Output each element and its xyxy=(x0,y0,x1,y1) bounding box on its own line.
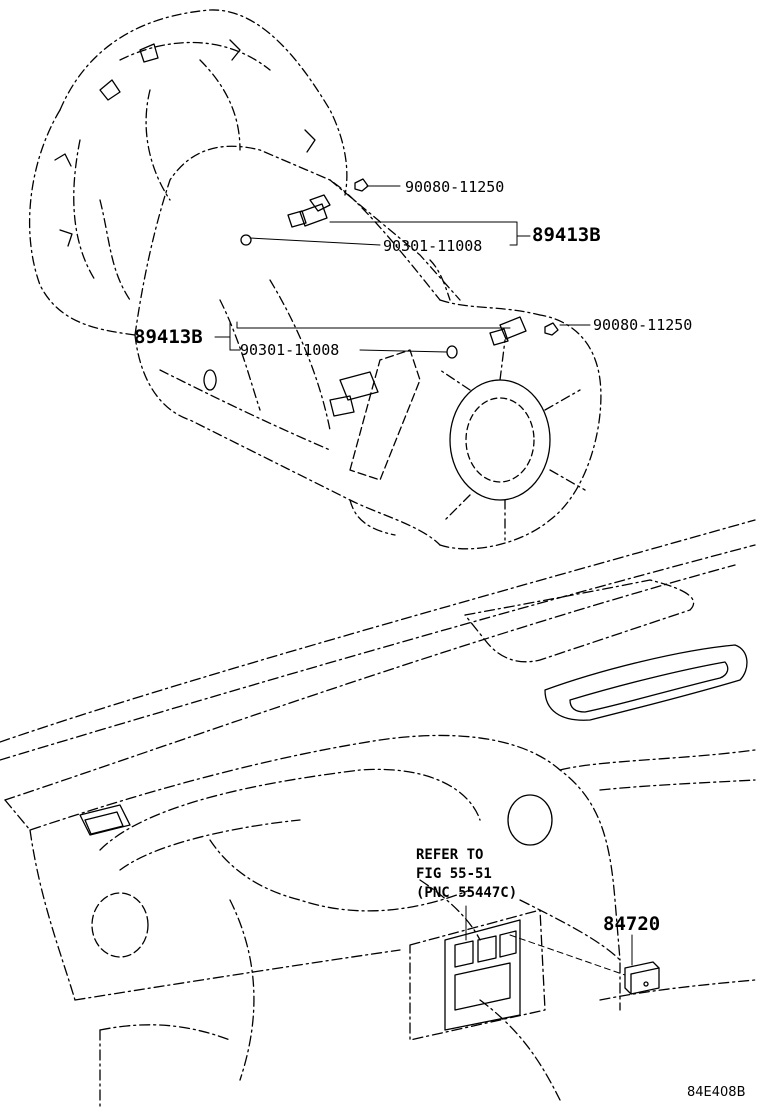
callout-sensor-upper: 89413B xyxy=(532,224,601,246)
dashboard-drawing xyxy=(0,519,756,1111)
lower-sensor-parts xyxy=(446,316,559,359)
refer-note-line2: FIG 55-51 xyxy=(416,866,492,882)
dash-leader-lines xyxy=(465,905,633,976)
callout-gasket-lower: 90301-11008 xyxy=(240,341,340,359)
transmission-drawing xyxy=(28,9,602,550)
callout-sensor-lower: 89413B xyxy=(134,326,203,348)
callout-bolt-upper: 90080-11250 xyxy=(405,178,505,196)
refer-note-line1: REFER TO xyxy=(416,847,484,863)
callout-switch: 84720 xyxy=(603,913,661,935)
refer-note: REFER TO FIG 55-51 (PNC 55447C) xyxy=(416,846,517,903)
leader-lines xyxy=(214,185,591,353)
refer-note-line3: (PNC 55447C) xyxy=(416,885,518,901)
callout-bolt-lower: 90080-11250 xyxy=(593,316,693,334)
upper-sensor-parts xyxy=(240,178,369,246)
callout-gasket-upper: 90301-11008 xyxy=(383,237,483,255)
figure-id: 84E408B xyxy=(687,1085,746,1100)
